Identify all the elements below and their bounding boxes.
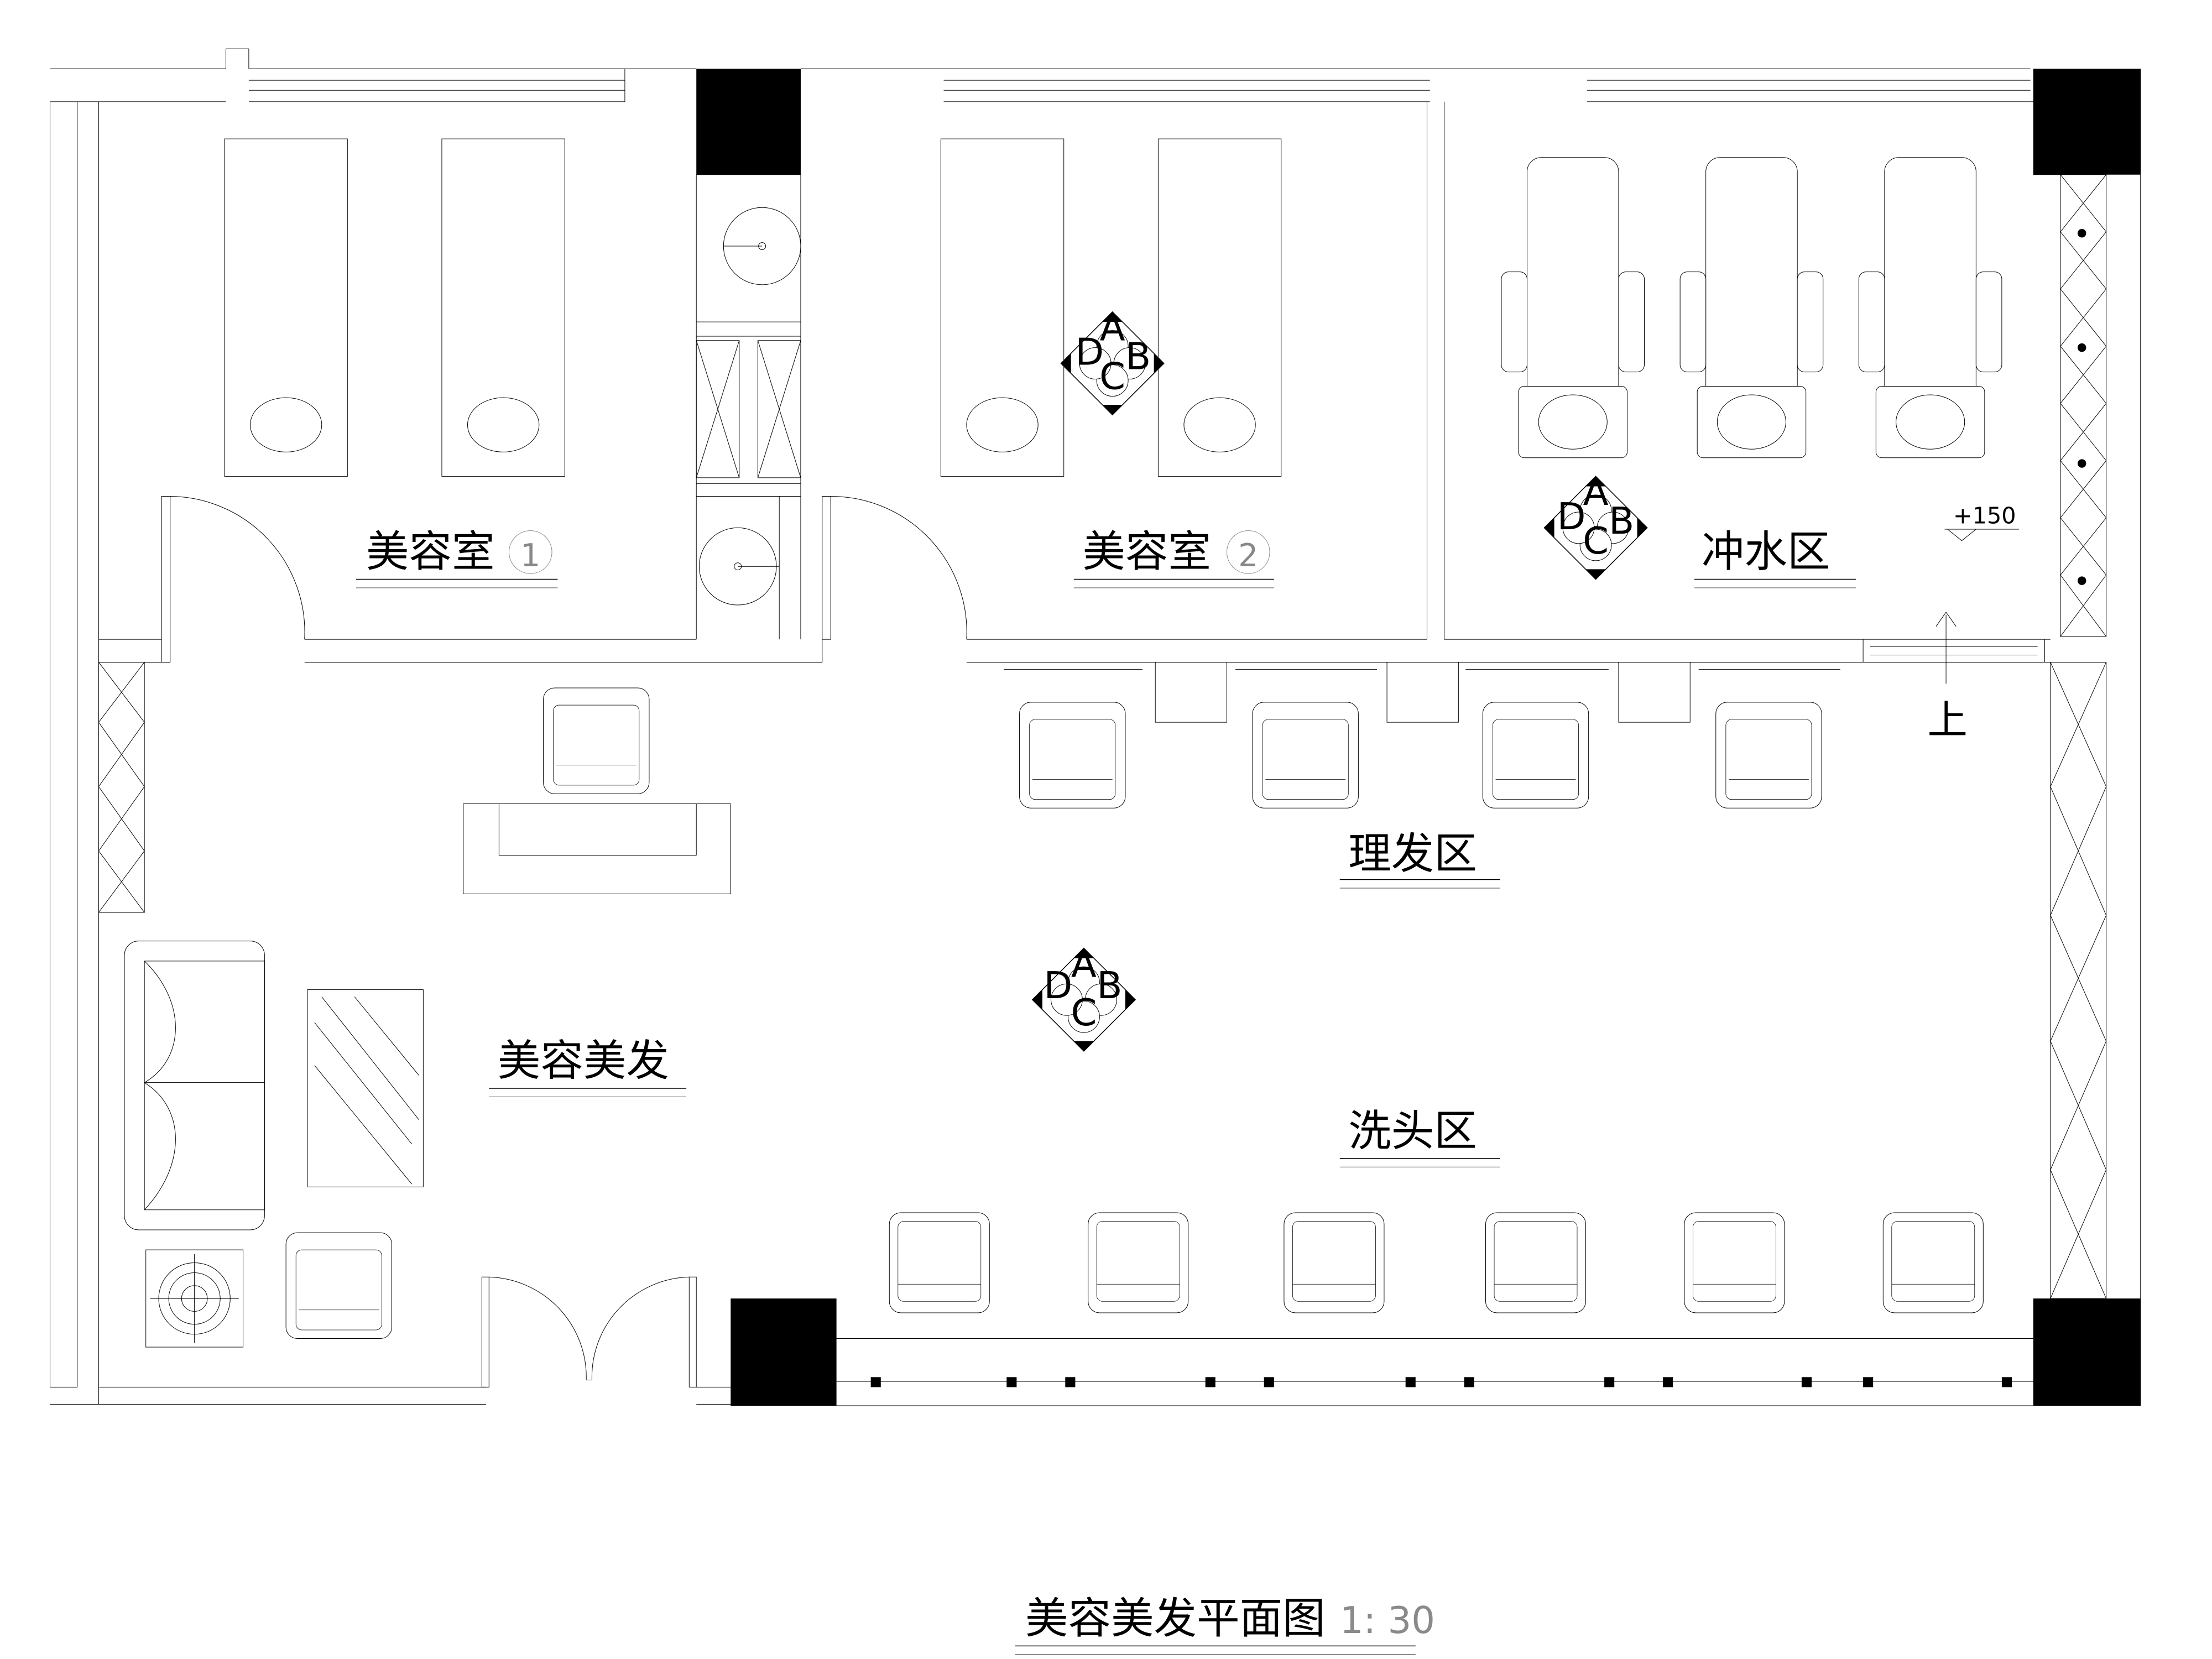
exterior-wall-right [2051,69,2141,1406]
beauty-bed-2a [940,138,1065,477]
shampoo-bed-1 [1500,156,1645,459]
reception-desk [463,804,731,894]
svg-text:美容美发: 美容美发 [498,1036,669,1086]
exterior-wall-bottom [50,1338,2033,1406]
core-fixtures [696,207,801,605]
svg-text:B: B [1125,335,1151,378]
svg-text:B: B [1609,499,1634,542]
mirror-counters [1004,662,1840,722]
svg-text:冲水区: 冲水区 [1702,527,1830,577]
wall-anchors [2077,229,2086,585]
svg-text:B: B [1097,964,1122,1007]
svg-text:D: D [1075,331,1104,374]
svg-text:A: A [1100,306,1125,349]
svg-text:美容室: 美容室 [1082,527,1211,577]
haircut-chair-1 [1019,701,1126,809]
lounge-armchair [285,1232,393,1339]
label-beauty-room-1: 美容室 1 [356,527,558,588]
elevation-index-beauty-room-2: A B C D [1060,306,1165,416]
shampoo-bed-3 [1858,156,2003,459]
exterior-wall-left [50,102,144,1405]
label-haircut-area: 理发区 [1340,829,1500,888]
elevation-index-rinse-area: A B C D [1543,471,1648,581]
label-beauty-room-2: 美容室 2 [1074,527,1274,588]
haircut-chair-4 [1715,701,1823,809]
door-beauty-room-1 [161,497,305,662]
shampoo-chair-2 [1087,1212,1189,1314]
svg-text:A: A [1071,942,1097,985]
svg-text:C: C [1099,355,1125,398]
window-mullions [870,1377,2012,1387]
label-reception: 美容美发 [489,1036,686,1097]
shampoo-chair-1 [888,1212,990,1314]
svg-text:+150: +150 [1953,503,2016,529]
shampoo-chair-6 [1882,1212,1984,1314]
haircut-chair-3 [1482,701,1589,809]
svg-text:C: C [1071,991,1097,1034]
shampoo-bed-2 [1679,156,1824,459]
svg-text:C: C [1583,519,1609,562]
svg-text:洗头区: 洗头区 [1348,1106,1477,1156]
drawing-scale: 1: 30 [1340,1599,1435,1642]
exterior-wall-top [50,49,2030,102]
elevation-index-main-hall: A B C D [1031,942,1136,1052]
svg-text:1: 1 [520,538,540,574]
up-arrow [1936,612,1956,684]
svg-text:A: A [1583,471,1609,514]
structural-columns [696,69,2141,1406]
drawing-title: 美容美发平面图 1: 30 [1015,1594,1435,1655]
reception-chair [542,687,650,795]
level-mark: +150 [1944,503,2018,541]
coffee-table [307,990,423,1187]
svg-text:美容室: 美容室 [366,527,495,577]
plant-pot [146,1250,243,1347]
sofa [124,941,264,1230]
beauty-bed-2b [1157,138,1282,477]
shampoo-chair-5 [1683,1212,1786,1314]
beauty-bed-1a [223,138,348,477]
svg-text:美容美发平面图: 美容美发平面图 [1025,1594,1326,1644]
svg-text:D: D [1557,495,1586,538]
haircut-chair-2 [1251,701,1359,809]
shampoo-chair-4 [1485,1212,1587,1314]
label-shampoo-area: 洗头区 [1340,1106,1500,1167]
beauty-bed-1b [441,138,566,477]
svg-text:理发区: 理发区 [1348,829,1477,879]
svg-text:D: D [1044,964,1072,1007]
door-beauty-room-2 [822,497,967,640]
svg-text:2: 2 [1238,538,1258,574]
shampoo-chair-3 [1283,1212,1385,1314]
up-label: 上 [1927,697,1967,744]
label-rinse-area: 冲水区 [1694,527,1856,588]
entrance-double-door [482,1277,696,1387]
